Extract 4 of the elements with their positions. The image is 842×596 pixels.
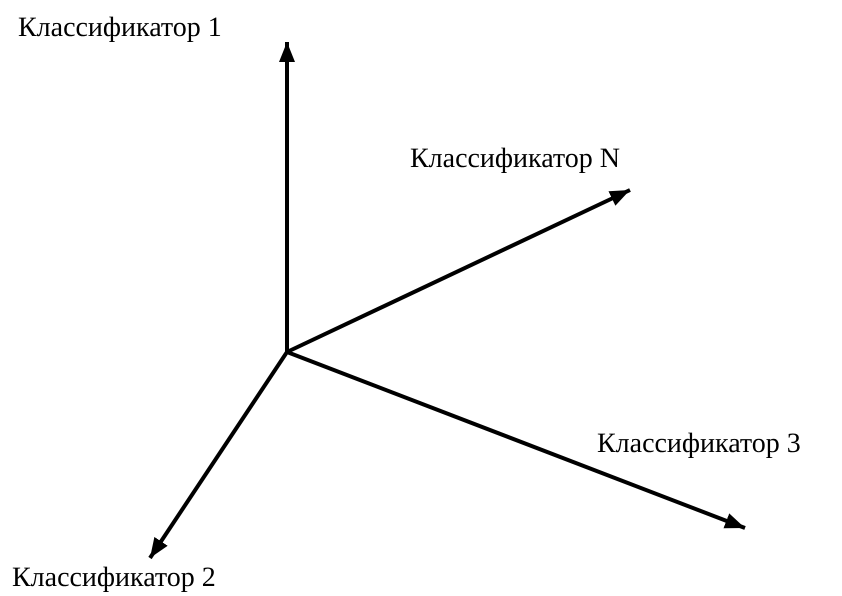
axis-label: Классификатор 1 [18, 14, 222, 42]
axis-label: Классификатор 2 [12, 564, 216, 592]
axis-label: Классификатор N [410, 145, 620, 173]
axis-label: Классификатор 3 [597, 430, 801, 458]
